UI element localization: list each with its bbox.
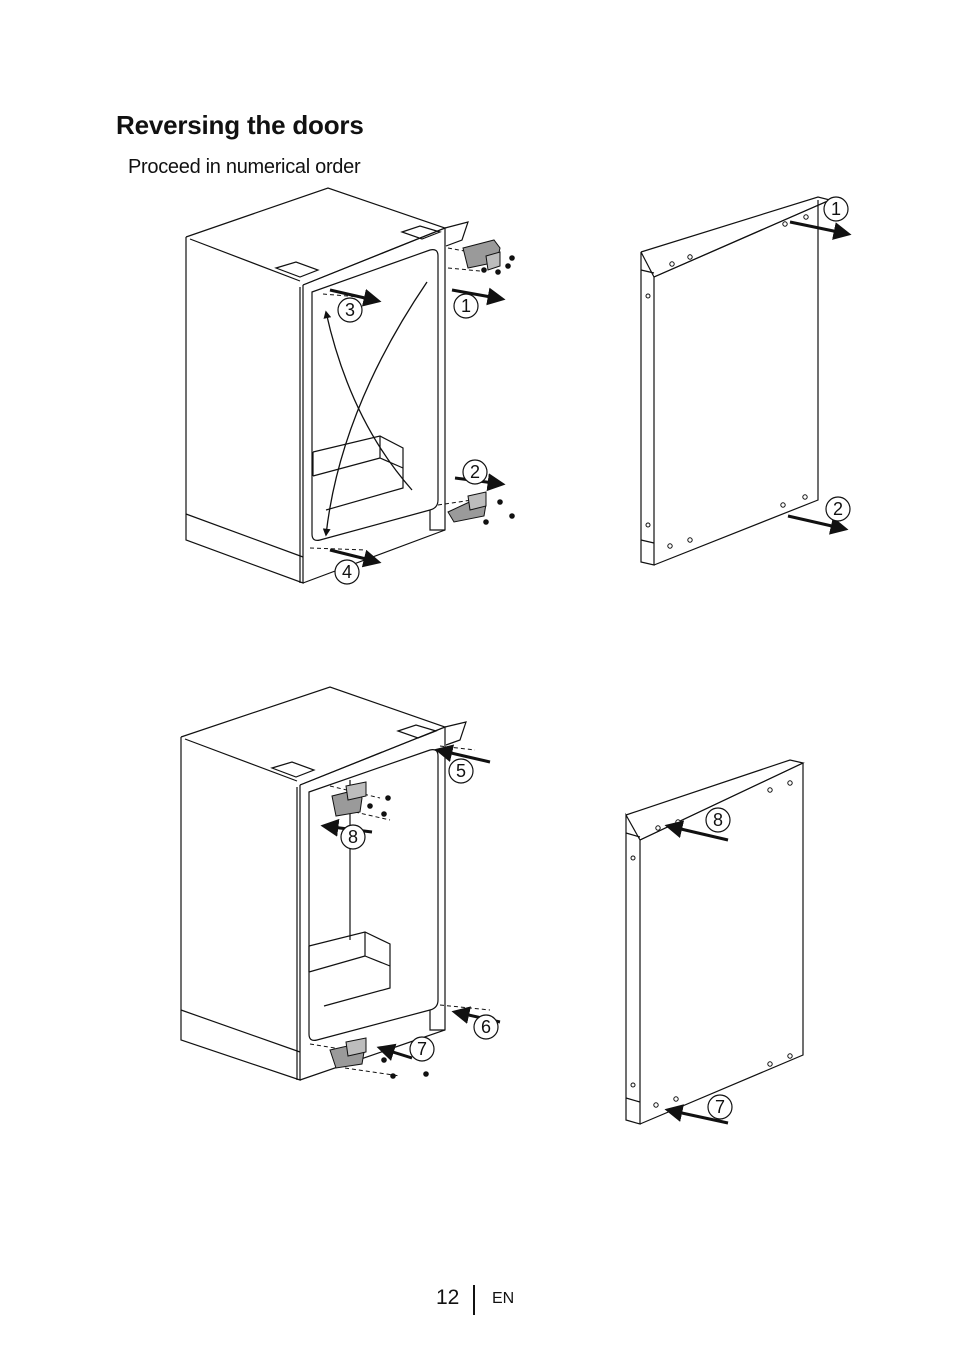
step-4-badge: 4 [342, 562, 352, 582]
upper-hinge [462, 239, 515, 275]
step-2-badge: 2 [470, 462, 480, 482]
step-5-badge: 5 [456, 761, 466, 781]
page-number: 12 [436, 1286, 460, 1309]
footer-divider [473, 1285, 475, 1315]
language-code: EN [492, 1290, 515, 1307]
door-top [640, 196, 832, 566]
step-1-door-badge: 1 [831, 199, 841, 219]
cabinet-bottom [180, 686, 467, 1081]
instruction-text: Proceed in numerical order [128, 156, 361, 178]
step-3-badge: 3 [345, 300, 355, 320]
upper-hinge-new [331, 781, 391, 817]
cabinet-top [185, 187, 469, 584]
step-6-badge: 6 [481, 1017, 491, 1037]
page-title: Reversing the doors [116, 110, 364, 140]
step-7-badge: 7 [417, 1039, 427, 1059]
step-2-door-badge: 2 [833, 499, 843, 519]
lower-hinge [447, 491, 515, 525]
page-footer: 12 EN [0, 1285, 954, 1316]
step-8-badge: 8 [348, 827, 358, 847]
step-7-door-badge: 7 [715, 1097, 725, 1117]
step-8-door-badge: 8 [713, 810, 723, 830]
step-1-badge: 1 [461, 296, 471, 316]
